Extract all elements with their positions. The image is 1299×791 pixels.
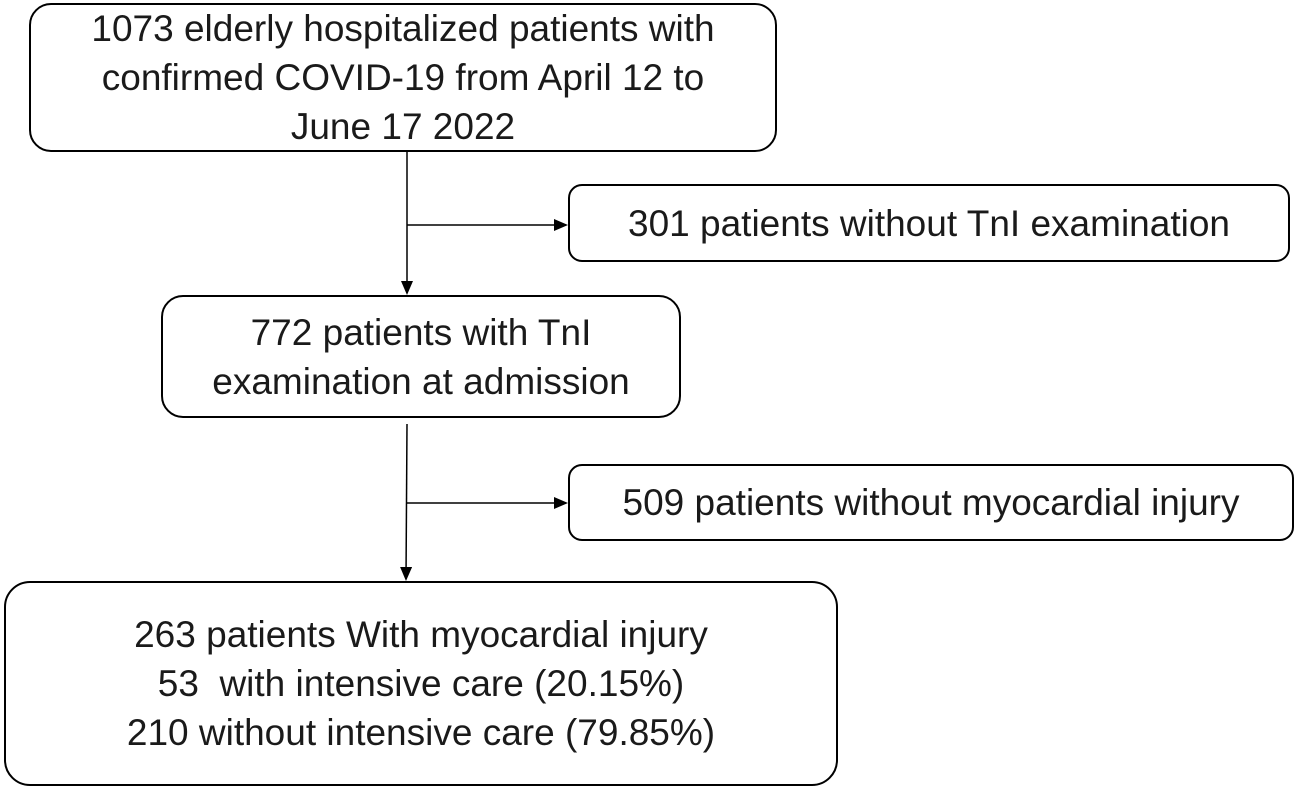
start-population-line-2: confirmed COVID-19 from April 12 to — [101, 57, 705, 98]
exclusion-no-tni-text: 301 patients without TnI examination — [628, 202, 1230, 244]
tni-examination-box: 772 patients with TnI examination at adm… — [161, 295, 681, 418]
exclusion-no-tni-box: 301 patients without TnI examination — [568, 184, 1290, 262]
start-population-box: 1073 elderly hospitalized patients with … — [29, 3, 777, 152]
myocardial-injury-line-2: 53 with intensive care (20.15%) — [157, 663, 685, 704]
start-population-line-1: 1073 elderly hospitalized patients with — [91, 8, 715, 49]
exclusion-no-injury-text: 509 patients without myocardial injury — [622, 482, 1240, 523]
tni-examination-line-2: examination at admission — [212, 360, 630, 402]
myocardial-injury-line-1: 263 patients With myocardial injury — [134, 614, 708, 655]
arrow-tni-to-final — [400, 423, 413, 581]
myocardial-injury-line-3: 210 without intensive care (79.85%) — [126, 712, 716, 753]
myocardial-injury-box: 263 patients With myocardial injury 53 w… — [4, 581, 838, 786]
tni-examination-line-1: 772 patients with TnI — [250, 311, 592, 353]
start-population-line-3: June 17 2022 — [290, 106, 516, 147]
exclusion-no-injury-box: 509 patients without myocardial injury — [568, 464, 1294, 541]
